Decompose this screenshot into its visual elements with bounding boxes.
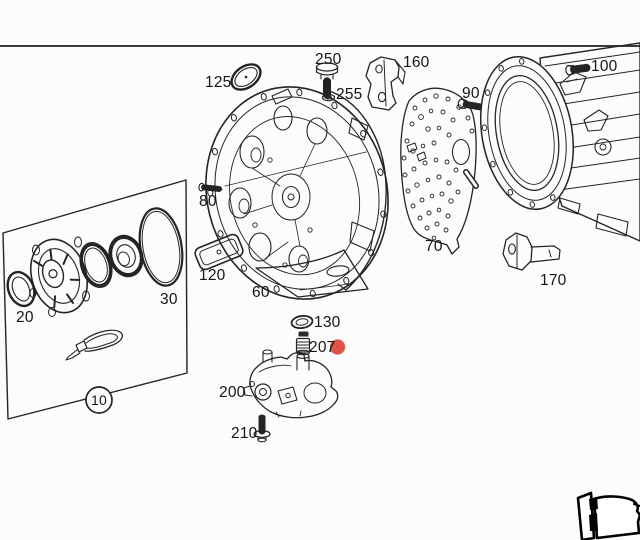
selected-part-marker bbox=[329, 339, 346, 355]
part-120-gasket-drawing bbox=[194, 233, 244, 271]
corner-thumbnail-transmission bbox=[576, 491, 640, 540]
callout-207[interactable]: 207 bbox=[309, 339, 336, 356]
kit-number-circle bbox=[85, 386, 113, 414]
part-80-bolt-drawing bbox=[198, 151, 367, 192]
part-30-o-ring-drawing bbox=[138, 207, 184, 287]
header-divider bbox=[0, 45, 640, 47]
callout-160[interactable]: 160 bbox=[403, 54, 430, 71]
callout-120[interactable]: 120 bbox=[199, 267, 226, 284]
callout-200[interactable]: 200 bbox=[219, 384, 246, 401]
callout-255[interactable]: 255 bbox=[336, 86, 363, 103]
callout-210[interactable]: 210 bbox=[231, 425, 258, 442]
callout-10[interactable]: 10 bbox=[91, 392, 107, 408]
part-125-seal-drawing bbox=[230, 63, 262, 91]
transmission-case-drawing bbox=[479, 42, 640, 242]
part-210-bolt-drawing bbox=[253, 414, 271, 443]
part-170-bracket-drawing bbox=[502, 232, 561, 271]
part-cable-tie-drawing bbox=[65, 329, 123, 361]
callout-60[interactable]: 60 bbox=[252, 284, 270, 301]
part-60-converter-housing-drawing bbox=[205, 86, 389, 300]
callout-170[interactable]: 170 bbox=[540, 272, 567, 289]
part-130-seal-drawing bbox=[290, 314, 314, 330]
part-gear-ring-drawing bbox=[79, 242, 113, 288]
callout-70[interactable]: 70 bbox=[425, 238, 443, 255]
callout-20[interactable]: 20 bbox=[16, 309, 34, 326]
callout-90[interactable]: 90 bbox=[462, 85, 480, 102]
callout-100[interactable]: 100 bbox=[591, 58, 618, 75]
part-70-separator-plate-drawing bbox=[400, 87, 479, 255]
callout-80[interactable]: 80 bbox=[199, 193, 217, 210]
callout-130[interactable]: 130 bbox=[314, 314, 341, 331]
part-oil-pump-drawing bbox=[29, 236, 90, 317]
part-160-bracket-drawing bbox=[365, 56, 406, 111]
callout-250[interactable]: 250 bbox=[315, 51, 342, 68]
part-200-valve-body-drawing bbox=[243, 349, 339, 419]
part-207-filter-drawing bbox=[295, 331, 311, 356]
callout-125[interactable]: 125 bbox=[205, 74, 232, 91]
kit-boundary-panel bbox=[2, 179, 188, 420]
callout-30[interactable]: 30 bbox=[160, 291, 178, 308]
